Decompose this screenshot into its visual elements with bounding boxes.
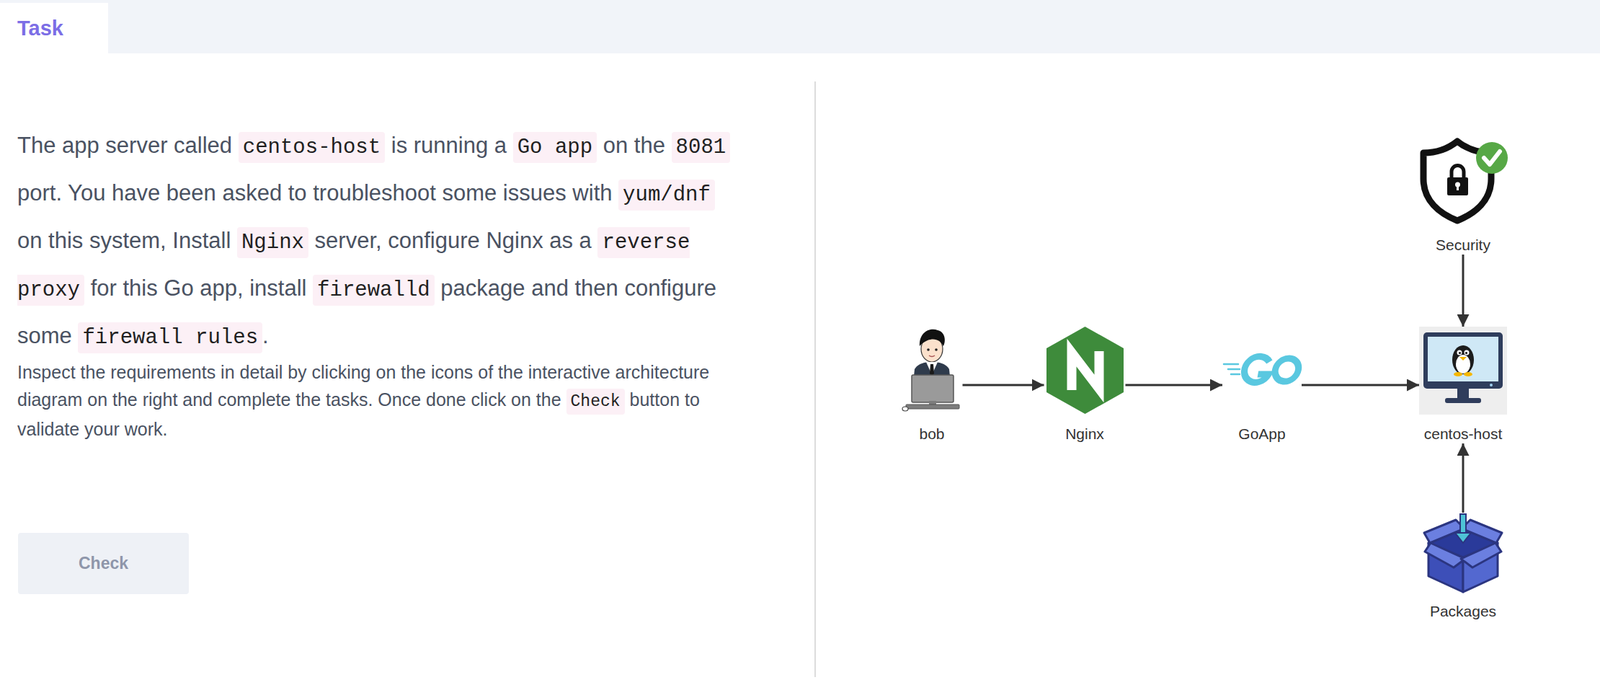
button-label: Check bbox=[78, 553, 129, 573]
node-label: Security bbox=[1417, 235, 1510, 255]
node-label: bob bbox=[901, 424, 963, 444]
node-icon bbox=[1044, 325, 1126, 416]
paragraph-text: server, configure Nginx as a bbox=[314, 227, 592, 253]
host-icon-node: centos-host bbox=[1419, 326, 1508, 444]
inline-code: yum/dnf bbox=[618, 179, 715, 211]
arrow-connector bbox=[962, 384, 1045, 387]
packages-icon-node: Packages bbox=[1422, 512, 1505, 621]
tab-bar: Task bbox=[0, 0, 1600, 54]
node-icon bbox=[1222, 350, 1302, 389]
divider bbox=[814, 81, 816, 677]
inline-code: centos-host bbox=[238, 131, 385, 163]
tab: Task bbox=[0, 2, 109, 54]
paragraph-text: is running a bbox=[391, 132, 507, 158]
inline-code: firewalld bbox=[312, 274, 435, 306]
arrow-connector bbox=[1125, 384, 1224, 387]
inline-code: 8081 bbox=[671, 131, 731, 163]
paragraph-text: for this Go app, install bbox=[90, 275, 308, 301]
nginx-icon-node: Nginx bbox=[1044, 325, 1126, 444]
arrow-connector bbox=[1462, 443, 1465, 513]
arrow-connector bbox=[1301, 384, 1420, 387]
node-label: Packages bbox=[1422, 601, 1505, 621]
paragraph-text: port. You have been asked to troubleshoo… bbox=[17, 180, 612, 206]
goapp-icon-node: GoApp bbox=[1222, 350, 1302, 444]
paragraph-text: . bbox=[262, 322, 269, 349]
task-paragraph: Inspect the requirements in detail by cl… bbox=[17, 358, 746, 443]
node-icon bbox=[901, 324, 963, 415]
arrow-connector bbox=[1462, 254, 1465, 327]
check-button: Check bbox=[18, 532, 189, 594]
user-icon-node: bob bbox=[901, 324, 963, 444]
node-icon bbox=[1417, 135, 1510, 224]
paragraph-text: The app server called bbox=[17, 132, 233, 158]
node-label: GoApp bbox=[1222, 424, 1302, 444]
paragraph-text: on the bbox=[603, 132, 666, 158]
paragraph-text: on this system, Install bbox=[17, 227, 231, 253]
task-paragraph: The app server called centos-host is run… bbox=[17, 122, 746, 361]
inline-code: firewall rules bbox=[77, 322, 263, 354]
tab-label: Task bbox=[0, 2, 109, 54]
inline-code: Nginx bbox=[237, 227, 309, 259]
node-label: centos-host bbox=[1419, 424, 1508, 444]
inline-code: Check bbox=[566, 388, 625, 415]
security-icon-node: Security bbox=[1417, 135, 1510, 255]
inline-code: Go app bbox=[513, 131, 597, 163]
node-label: Nginx bbox=[1044, 424, 1126, 444]
node-icon bbox=[1422, 512, 1505, 594]
node-icon bbox=[1419, 326, 1508, 415]
